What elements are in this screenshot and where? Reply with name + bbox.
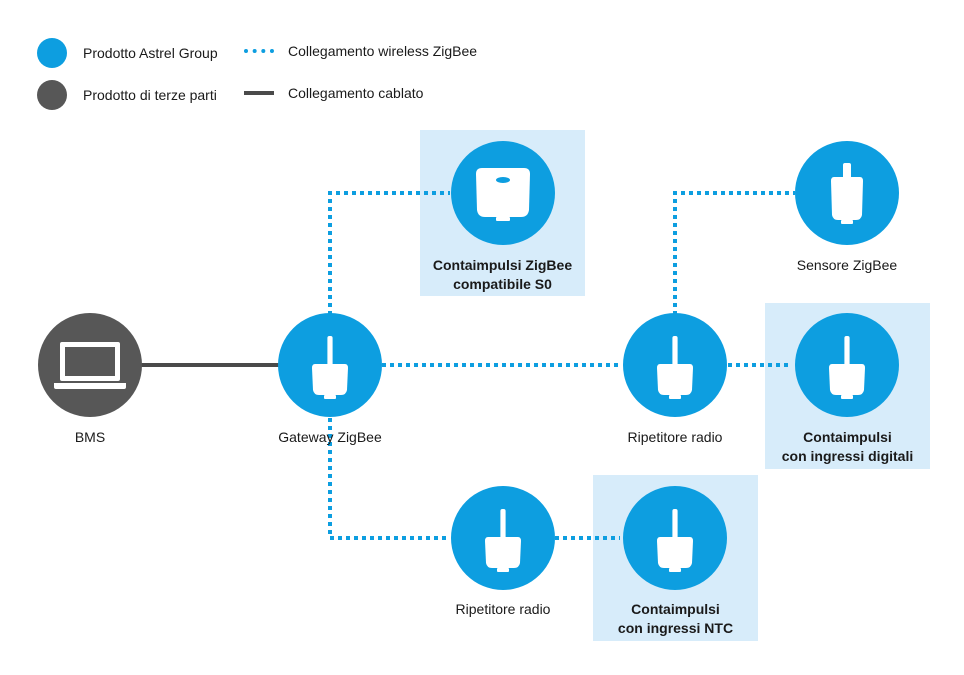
- pulse-digital-label-line2: con ingressi digitali: [781, 448, 914, 464]
- legend-wireless-label: Collegamento wireless ZigBee: [288, 43, 478, 59]
- solid-line-icon: [244, 91, 274, 95]
- connections: [140, 191, 795, 540]
- legend-astrel-label: Prodotto Astrel Group: [83, 45, 218, 61]
- bms-label: BMS: [74, 429, 106, 445]
- sensor-label: Sensore ZigBee: [796, 257, 898, 273]
- astrel-dot-icon: [37, 38, 67, 68]
- legend-wired: Collegamento cablato: [244, 85, 423, 101]
- legend-astrel: Prodotto Astrel Group: [37, 38, 218, 68]
- legend-third-party: Prodotto di terze parti: [37, 80, 217, 110]
- legend-wireless: Collegamento wireless ZigBee: [244, 43, 477, 59]
- pulse-ntc-node: [623, 486, 727, 590]
- repeater-top-node: [623, 313, 727, 417]
- gateway-label: Gateway ZigBee: [278, 429, 382, 445]
- pulse-ntc-label-line2: con ingressi NTC: [617, 620, 734, 636]
- pulse-s0-label-line2: compatibile S0: [453, 276, 552, 292]
- pulse-counter-icon: [476, 168, 530, 221]
- wireless-link-gateway-pulse-s0: [328, 191, 450, 315]
- legend-third-party-label: Prodotto di terze parti: [83, 87, 217, 103]
- pulse-s0-label-line1: Contaimpulsi ZigBee: [432, 257, 573, 273]
- pulse-ntc-label: Contaimpulsi con ingressi NTC: [593, 600, 758, 638]
- pulse-digital-label: Contaimpulsi con ingressi digitali: [765, 428, 930, 466]
- wireless-link-gateway-repeater-bottom: [328, 418, 450, 540]
- gateway-node: [278, 313, 382, 417]
- sensor-node: [795, 141, 899, 245]
- pulse-ntc-label-line1: Contaimpulsi: [631, 601, 720, 617]
- repeater-bottom-label: Ripetitore radio: [455, 601, 551, 617]
- bms-node: [38, 313, 142, 417]
- third-party-dot-icon: [37, 80, 67, 110]
- legend-wired-label: Collegamento cablato: [288, 85, 424, 101]
- pulse-digital-label-line1: Contaimpulsi: [803, 429, 892, 445]
- zigbee-sensor-icon: [831, 163, 863, 224]
- dotted-line-icon: [244, 49, 274, 53]
- laptop-icon: [54, 342, 126, 389]
- repeater-top-label: Ripetitore radio: [627, 429, 723, 445]
- repeater-bottom-node: [451, 486, 555, 590]
- pulse-s0-node: [451, 141, 555, 245]
- pulse-digital-node: [795, 313, 899, 417]
- wireless-link-repeater-top-sensor: [673, 191, 795, 315]
- pulse-s0-label: Contaimpulsi ZigBee compatibile S0: [420, 256, 585, 294]
